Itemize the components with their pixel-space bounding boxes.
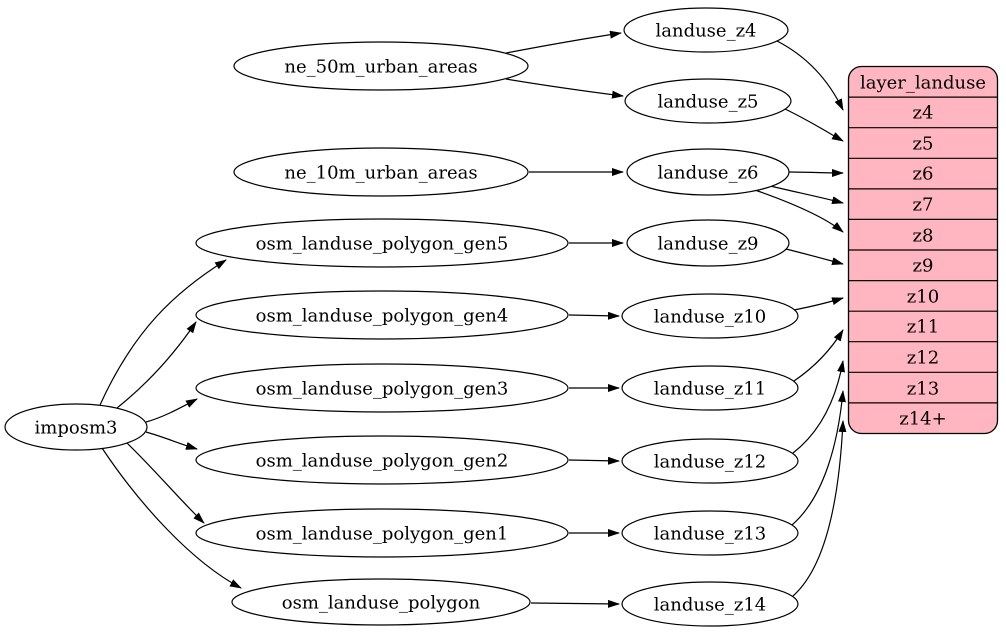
record-row-z8: z8 (913, 225, 934, 246)
node-landuse-z9-shape (626, 219, 790, 267)
edge-landuse-z13-to-row-z13 (791, 390, 846, 526)
node-imposm3-shape (4, 403, 148, 451)
edge-imposm3-to-gen3 (145, 398, 198, 423)
edge-landuse-z10-to-row-z10 (793, 297, 844, 311)
edge-landuse-z5-to-row-z5 (784, 108, 844, 142)
node-osm-landuse-polygon-gen5: osm_landuse_polygon_gen5 (195, 218, 569, 268)
edge-imposm3-to-polygon (101, 447, 242, 589)
record-row-z14plus: z14+ (899, 408, 946, 429)
node-landuse-z9-label: landuse_z9 (657, 233, 758, 254)
node-osm-landuse-polygon-gen3-label: osm_landuse_polygon_gen3 (256, 378, 509, 399)
edge-landuse-z6-to-row-z6 (788, 168, 844, 177)
node-landuse-z10-shape (621, 293, 799, 339)
edge-polygon-to-landuse-z14 (530, 599, 620, 608)
record-title: layer_landuse (860, 72, 986, 93)
node-landuse-z5: landuse_z5 (624, 78, 792, 124)
record-row-z7: z7 (913, 194, 934, 215)
edge-imposm3-to-gen5 (99, 259, 227, 406)
node-landuse-z6-label: landuse_z6 (657, 162, 758, 183)
node-landuse-z14: landuse_z14 (621, 581, 799, 627)
node-landuse-z14-label: landuse_z14 (654, 594, 766, 615)
node-osm-landuse-polygon-gen4-label: osm_landuse_polygon_gen4 (256, 305, 509, 326)
node-imposm3: imposm3 (4, 403, 148, 451)
record-row-z13: z13 (907, 378, 939, 399)
node-landuse-z14-shape (621, 581, 799, 627)
node-landuse-z5-label: landuse_z5 (657, 91, 758, 112)
node-landuse-z11: landuse_z11 (621, 365, 799, 411)
node-ne-10m-urban-areas-label: ne_10m_urban_areas (284, 162, 477, 183)
edge-landuse-z6-to-row-z7 (769, 185, 844, 205)
node-osm-landuse-polygon-gen3: osm_landuse_polygon_gen3 (195, 363, 569, 413)
record-row-z10: z10 (907, 286, 939, 307)
record-row-z12: z12 (907, 347, 939, 368)
node-landuse-z10-label: landuse_z10 (654, 306, 766, 327)
record-row-z4: z4 (913, 102, 934, 123)
node-landuse-z9: landuse_z9 (626, 219, 790, 267)
node-landuse-z6: landuse_z6 (626, 148, 790, 196)
node-osm-landuse-polygon-gen4-shape (195, 290, 569, 340)
node-osm-landuse-polygon-label: osm_landuse_polygon (282, 592, 481, 613)
node-ne-50m-urban-areas: ne_50m_urban_areas (233, 41, 529, 91)
node-osm-landuse-polygon-gen2-shape (195, 435, 569, 485)
record-row-z9: z9 (913, 255, 934, 276)
node-osm-landuse-polygon-gen4: osm_landuse_polygon_gen4 (195, 290, 569, 340)
edge-gen4-to-landuse-z10 (568, 311, 620, 320)
edge-landuse-z14-to-row-z14plus (792, 420, 847, 597)
node-landuse-z4-label: landuse_z4 (655, 20, 756, 41)
node-osm-landuse-polygon-shape (231, 578, 531, 626)
node-osm-landuse-polygon: osm_landuse_polygon (231, 578, 531, 626)
edge-landuse-z9-to-row-z9 (785, 248, 844, 266)
node-landuse-z6-shape (626, 148, 790, 196)
edge-landuse-z12-to-row-z12 (792, 360, 845, 454)
node-landuse-z13: landuse_z13 (621, 510, 799, 556)
node-osm-landuse-polygon-gen5-shape (195, 218, 569, 268)
edge-imposm3-to-gen1 (126, 442, 205, 524)
node-osm-landuse-polygon-gen5-label: osm_landuse_polygon_gen5 (256, 233, 509, 254)
record-row-z6: z6 (913, 163, 934, 184)
record-layer-landuse: layer_landuse z4 z5 z6 z7 z8 z9 z10 z11 … (847, 65, 999, 435)
node-osm-landuse-polygon-gen1: osm_landuse_polygon_gen1 (195, 508, 569, 558)
node-landuse-z4-shape (623, 7, 789, 53)
node-landuse-z12-label: landuse_z12 (654, 451, 766, 472)
edge-gen2-to-landuse-z12 (568, 456, 620, 465)
edges-layer (99, 30, 847, 608)
edge-landuse-z6-to-row-z8 (754, 189, 844, 233)
node-landuse-z10: landuse_z10 (621, 293, 799, 339)
edge-ne50m-to-landuse-z4 (505, 30, 622, 54)
record-row-z5: z5 (913, 133, 934, 154)
node-ne-10m-urban-areas-shape (233, 147, 529, 197)
node-osm-landuse-polygon-gen3-shape (195, 363, 569, 413)
node-landuse-z4: landuse_z4 (623, 7, 789, 53)
node-landuse-z11-label: landuse_z11 (654, 378, 766, 399)
edge-landuse-z11-to-row-z11 (793, 329, 844, 382)
edge-imposm3-to-gen2 (145, 431, 198, 450)
node-osm-landuse-polygon-gen2: osm_landuse_polygon_gen2 (195, 435, 569, 485)
node-ne-10m-urban-areas: ne_10m_urban_areas (233, 147, 529, 197)
record-row-z11: z11 (907, 316, 939, 337)
node-landuse-z13-shape (621, 510, 799, 556)
node-landuse-z5-shape (624, 78, 792, 124)
edge-ne50m-to-landuse-z5 (505, 78, 624, 99)
node-landuse-z11-shape (621, 365, 799, 411)
node-imposm3-label: imposm3 (35, 417, 118, 438)
edge-landuse-z4-to-row-z4 (776, 40, 844, 111)
node-ne-50m-urban-areas-label: ne_50m_urban_areas (284, 56, 477, 77)
node-landuse-z12-shape (621, 438, 799, 484)
node-osm-landuse-polygon-gen1-shape (195, 508, 569, 558)
node-osm-landuse-polygon-gen1-label: osm_landuse_polygon_gen1 (256, 523, 509, 544)
node-landuse-z13-label: landuse_z13 (654, 523, 766, 544)
node-landuse-z12: landuse_z12 (621, 438, 799, 484)
node-osm-landuse-polygon-gen2-label: osm_landuse_polygon_gen2 (256, 450, 509, 471)
node-ne-50m-urban-areas-shape (233, 41, 529, 91)
edge-imposm3-to-gen4 (116, 321, 197, 409)
